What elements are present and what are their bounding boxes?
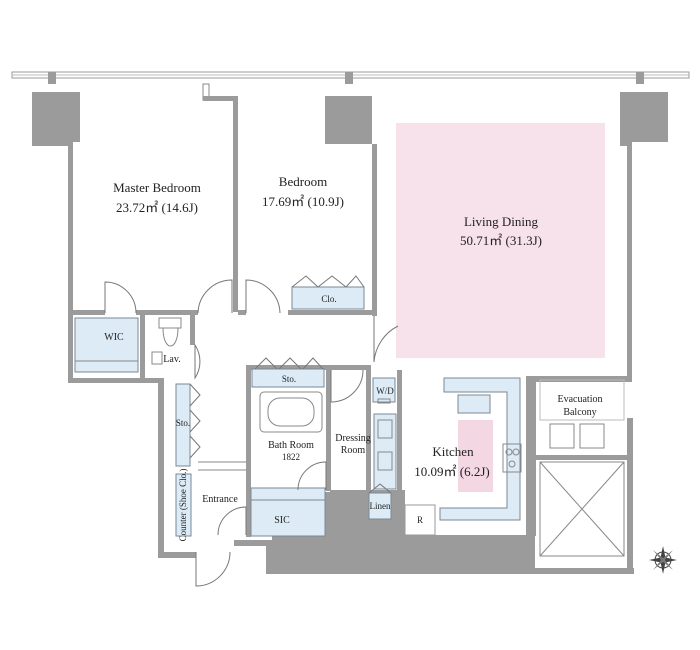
clo-label: Clo.	[321, 294, 336, 304]
bedroom-area: 17.69㎡ (10.9J)	[262, 194, 344, 209]
evacuation-balcony-line2: Balcony	[563, 407, 596, 418]
kitchen-area: 10.09㎡ (6.2J)	[414, 464, 489, 479]
kitchen-name: Kitchen	[432, 444, 474, 459]
fridge-label: R	[417, 515, 423, 525]
bath-room-code: 1822	[282, 452, 300, 462]
top-rail	[11, 71, 690, 84]
counter-label: Counter (Shoe Clo.)	[178, 469, 188, 542]
bedroom-name: Bedroom	[279, 174, 327, 189]
bath-room-name: Bath Room	[268, 440, 314, 451]
wd-label: W/D	[376, 386, 394, 396]
room-labels: Master Bedroom 23.72㎡ (14.6J) Bedroom 17…	[113, 174, 602, 505]
structural-columns	[32, 92, 668, 146]
evacuation-balcony-line1: Evacuation	[558, 394, 603, 405]
master-bedroom-name: Master Bedroom	[113, 180, 201, 195]
sic-label: SIC	[274, 515, 290, 526]
lav-label: Lav.	[163, 354, 180, 365]
sto-bath-label: Sto.	[282, 374, 296, 384]
wic-label: WIC	[104, 332, 124, 343]
master-bedroom-area: 23.72㎡ (14.6J)	[116, 200, 198, 215]
dressing-room-line2: Room	[341, 445, 366, 456]
fixtures	[151, 317, 625, 557]
storage-labels: WIC Lav. Clo. Sto. Sto. SIC W/D Linen R …	[104, 294, 423, 541]
dressing-room-line1: Dressing	[335, 433, 371, 444]
compass-icon	[649, 546, 677, 574]
storage-units	[74, 275, 522, 537]
living-dining-floor	[396, 123, 605, 358]
living-dining-name: Living Dining	[464, 214, 539, 229]
linen-label: Linen	[370, 501, 391, 511]
door-swings	[104, 279, 399, 587]
interior-walls	[73, 83, 632, 537]
outer-walls	[68, 142, 634, 574]
living-dining-area: 50.71㎡ (31.3J)	[460, 233, 542, 248]
entrance-name: Entrance	[202, 494, 238, 505]
kitchen-floor	[458, 420, 493, 492]
sto-hall-label: Sto.	[176, 418, 190, 428]
